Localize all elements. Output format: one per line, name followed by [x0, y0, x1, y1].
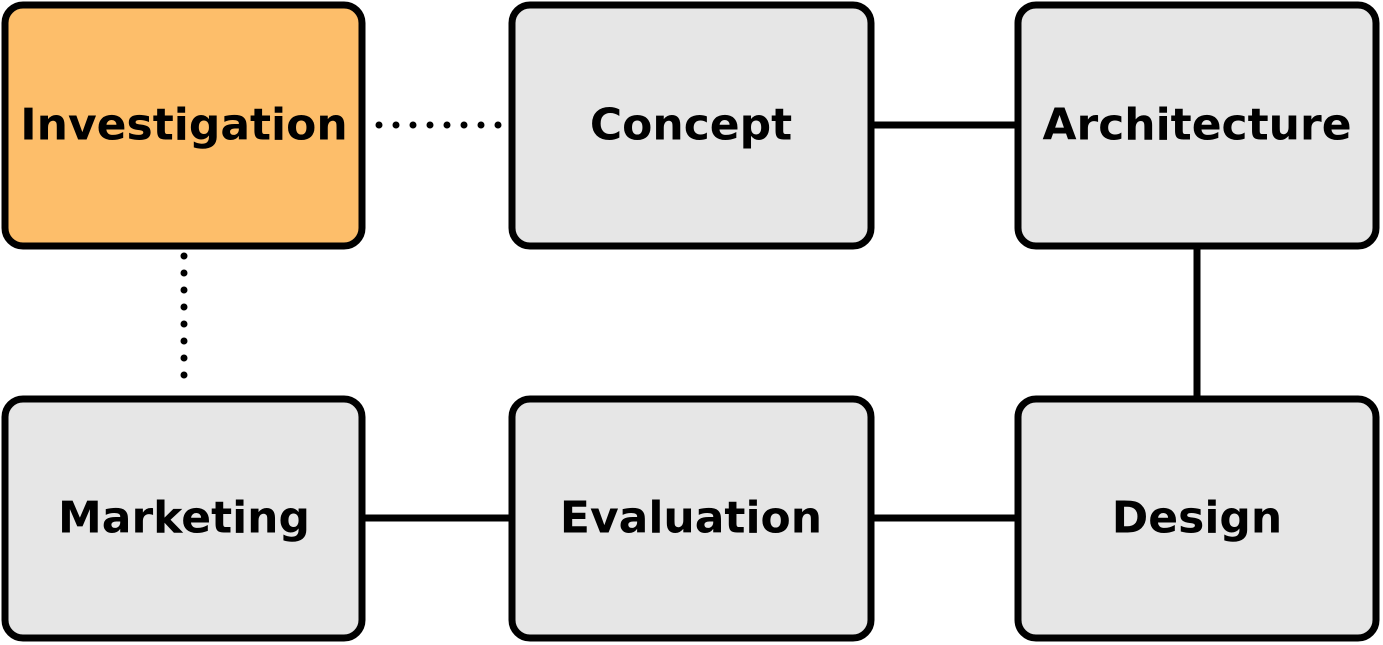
node-evaluation-label: Evaluation — [560, 493, 822, 544]
node-design: Design — [1014, 395, 1380, 642]
node-concept-label: Concept — [590, 100, 792, 151]
node-concept-box — [508, 1, 875, 250]
node-marketing-box — [1, 395, 366, 642]
node-architecture-box — [1014, 1, 1380, 250]
node-architecture: Architecture — [1014, 1, 1380, 250]
node-evaluation-box — [508, 395, 875, 642]
node-investigation-label: Investigation — [20, 100, 347, 151]
node-marketing: Marketing — [1, 395, 366, 642]
node-architecture-label: Architecture — [1042, 100, 1351, 151]
node-design-label: Design — [1112, 493, 1282, 544]
node-investigation: Investigation — [1, 1, 366, 250]
node-investigation-box — [1, 1, 366, 250]
node-design-box — [1014, 395, 1380, 642]
node-evaluation: Evaluation — [508, 395, 875, 642]
node-concept: Concept — [508, 1, 875, 250]
node-marketing-label: Marketing — [58, 493, 310, 544]
